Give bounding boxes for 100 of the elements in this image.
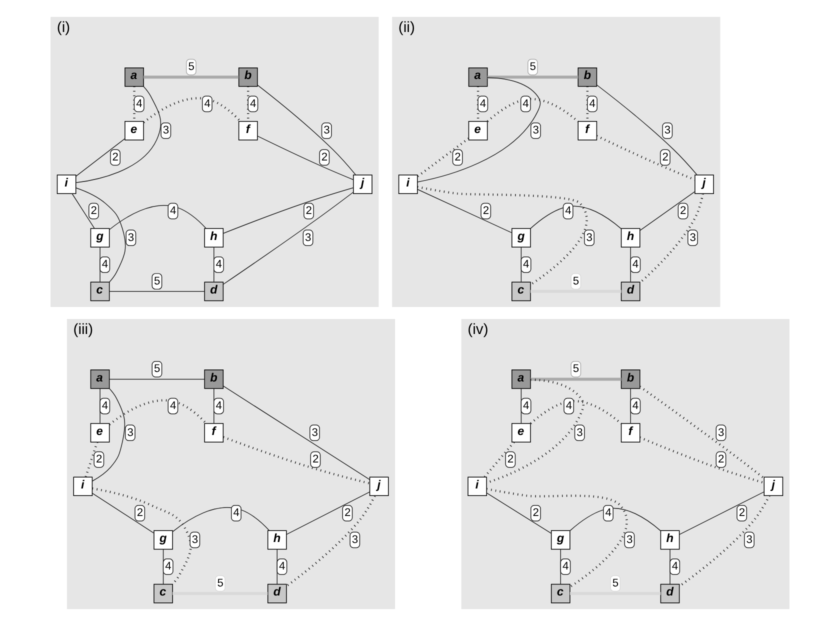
edge-label: 2: [95, 454, 102, 466]
connector: [416, 186, 588, 286]
edge-label: 2: [312, 454, 318, 466]
connector: [256, 84, 356, 176]
node-box: a: [468, 67, 488, 87]
node-box: g: [511, 228, 530, 248]
connector: [92, 487, 192, 585]
edge-label: 2: [320, 151, 328, 164]
node-box: i: [467, 476, 486, 496]
connector: [586, 86, 588, 122]
node-box: a: [124, 67, 144, 87]
connector: [530, 378, 621, 381]
connector: [486, 76, 578, 79]
connector: [222, 187, 354, 234]
node-box: b: [204, 370, 224, 389]
node-box: d: [266, 584, 286, 604]
edge-label: 3: [586, 232, 592, 244]
node-box: b: [620, 370, 640, 389]
connector: [108, 378, 204, 380]
node-box: b: [238, 67, 258, 87]
connector: [256, 136, 354, 180]
node-box: e: [468, 121, 488, 140]
connector: [486, 492, 552, 534]
node-box: j: [694, 174, 714, 194]
edge-label: 5: [188, 61, 194, 74]
edge-label: 4: [671, 560, 678, 573]
connector: [669, 548, 670, 584]
node-box: i: [56, 174, 76, 194]
edge-label: 2: [506, 454, 514, 466]
connector: [75, 187, 126, 282]
node-box: f: [620, 423, 640, 442]
connector: [143, 76, 238, 79]
edge-label: 3: [323, 124, 330, 137]
edge-label: 4: [101, 258, 108, 271]
edge-label: 3: [576, 426, 582, 439]
connector: [638, 194, 704, 284]
node-box: d: [660, 584, 680, 604]
node-box: j: [763, 476, 783, 496]
node-box: h: [660, 530, 680, 550]
edge-label: 4: [565, 400, 572, 412]
edge-label: 4: [564, 205, 571, 218]
edge-label: 3: [311, 426, 318, 439]
connector: [520, 246, 522, 282]
edge-label: 3: [626, 534, 632, 546]
node-box: a: [511, 370, 530, 389]
connector: [71, 193, 94, 229]
connector: [84, 442, 98, 478]
connector: [639, 436, 764, 484]
connector: [596, 84, 697, 176]
edge-label: 4: [215, 400, 222, 412]
connector: [92, 492, 154, 534]
edge-label: 5: [216, 577, 223, 590]
node-box: c: [90, 282, 110, 302]
edge-label: 2: [532, 507, 538, 520]
node-box: h: [204, 228, 224, 248]
edge-label: 4: [522, 258, 529, 271]
edge-label: 3: [746, 534, 752, 546]
connector: [91, 388, 125, 482]
edge-label: 4: [604, 507, 611, 520]
node-box: d: [204, 282, 224, 302]
connector: [416, 189, 512, 234]
connector: [520, 388, 522, 424]
edge-label: 4: [249, 98, 256, 110]
edge-label: 4: [278, 560, 285, 573]
node-box: i: [72, 476, 92, 496]
edge-label: 4: [136, 98, 142, 110]
node-box: g: [153, 530, 172, 550]
edge-label: 4: [632, 258, 638, 271]
connector: [286, 492, 370, 535]
edge-label: 3: [191, 534, 198, 546]
edge-label: 4: [215, 258, 222, 271]
edge-label: 4: [522, 98, 528, 110]
node-box: c: [511, 282, 530, 302]
edge-label: 4: [562, 560, 568, 573]
connector: [75, 86, 161, 184]
edge-label: 2: [680, 205, 686, 218]
node-box: f: [238, 121, 258, 140]
edge-label: 3: [532, 124, 538, 137]
edge-label: 3: [664, 124, 670, 137]
connector: [678, 492, 764, 535]
connector: [222, 386, 370, 480]
edge-label: 5: [153, 275, 160, 288]
edge-label: 4: [164, 560, 171, 573]
edge-label: 4: [522, 400, 529, 412]
edge-label: 3: [689, 232, 696, 244]
edge-label: 4: [169, 400, 176, 412]
edge-label: 2: [112, 151, 118, 164]
edge-label: 5: [153, 363, 160, 376]
node-box: g: [550, 530, 570, 550]
edge-label: 4: [101, 400, 108, 412]
edge-label: 4: [632, 400, 638, 412]
connector: [132, 86, 135, 122]
edge-label: 5: [612, 577, 618, 590]
connector: [596, 134, 695, 181]
edge-label: 4: [204, 98, 210, 110]
connector: [172, 507, 270, 532]
edge-label: 3: [304, 232, 311, 244]
edge-label: 4: [588, 98, 595, 110]
node-box: d: [620, 282, 640, 302]
edge-label: 2: [344, 507, 350, 520]
